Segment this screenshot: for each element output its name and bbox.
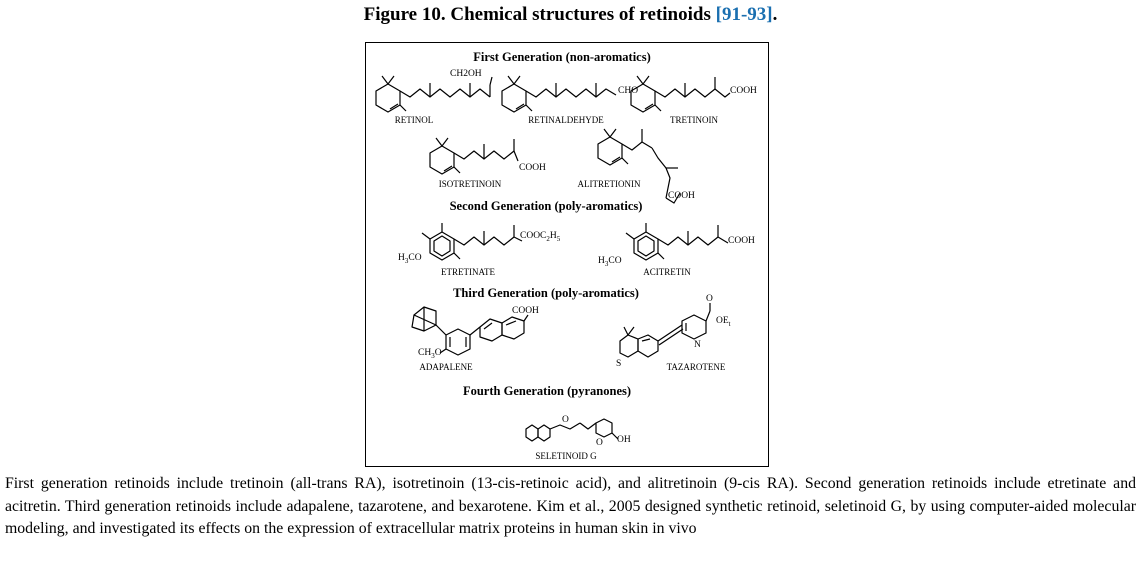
etretinate-methoxy-group: H3CO (398, 253, 422, 265)
label-seletinoid-g: SELETINOID G (535, 451, 597, 461)
heading-third-generation: Third Generation (poly-aromatics) (453, 286, 639, 300)
label-etretinate: ETRETINATE (441, 267, 495, 277)
retinaldehyde-structure: CHO RETINALDEHYDE (501, 75, 638, 125)
acitretin-methoxy-group: H3CO (598, 256, 622, 268)
alitretinoin-cooh-group: COOH (668, 191, 695, 201)
label-tretinoin: TRETINOIN (670, 115, 718, 125)
heading-fourth-generation: Fourth Generation (pyranones) (463, 384, 631, 398)
tazarotene-carbonyl-oxygen: O (706, 294, 713, 304)
tazarotene-nitrogen-atom: N (694, 340, 701, 350)
etretinate-structure: COOC2H5 H3CO ETRETINATE (398, 223, 561, 277)
label-tazarotene: TAZAROTENE (667, 362, 726, 372)
seletinoid-g-structure: O O OH SELETINOID G (525, 415, 631, 461)
tretinoin-cooh-group: COOH (730, 86, 757, 96)
chemical-structures-figure: First Generation (non-aromatics) Second … (365, 42, 769, 467)
isotretinoin-cooh-group: COOH (519, 163, 546, 173)
acitretin-structure: COOH H3CO ACITRETIN (598, 223, 755, 277)
label-retinol: RETINOL (395, 115, 434, 125)
tazarotene-sulfur-atom: S (616, 359, 621, 369)
tretinoin-structure: COOH TRETINOIN (630, 75, 757, 125)
retinol-structure: CH2OH RETINOL (375, 69, 493, 125)
figure-title-text: Figure 10. Chemical structures of retino… (363, 4, 711, 25)
structures-drawing: First Generation (non-aromatics) Second … (375, 50, 757, 461)
tazarotene-structure: S N O OEt TAZAROTENE (616, 294, 731, 372)
adapalene-structure: CH3O COOH ADAPALENE (411, 306, 539, 372)
label-retinaldehyde: RETINALDEHYDE (528, 115, 604, 125)
alitretinoin-structure: COOH ALITRETIONIN (578, 128, 695, 204)
label-alitretinoin: ALITRETIONIN (578, 179, 641, 189)
label-isotretinoin: ISOTRETINOIN (439, 179, 502, 189)
heading-second-generation: Second Generation (poly-aromatics) (450, 199, 643, 213)
tazarotene-ester-group: OEt (716, 316, 731, 328)
label-acitretin: ACITRETIN (643, 267, 691, 277)
seletinoid-g-carbonyl-oxygen: O (562, 415, 569, 425)
etretinate-ester-group: COOC2H5 (520, 231, 561, 243)
adapalene-methoxy-group: CH3O (418, 348, 442, 360)
isotretinoin-structure: COOH ISOTRETINOIN (429, 137, 546, 189)
heading-first-generation: First Generation (non-aromatics) (473, 50, 651, 64)
figure-reference-link[interactable]: [91-93] (715, 4, 773, 25)
adapalene-cooh-group: COOH (512, 306, 539, 316)
acitretin-cooh-group: COOH (728, 236, 755, 246)
retinaldehyde-cho-group: CHO (618, 86, 638, 96)
seletinoid-g-ring-oxygen: O (596, 438, 603, 448)
figure-caption: First generation retinoids include treti… (5, 475, 1136, 537)
label-adapalene: ADAPALENE (419, 362, 473, 372)
retinol-ch2oh-group: CH2OH (450, 69, 482, 79)
figure-title: Figure 10. Chemical structures of retino… (0, 4, 1141, 26)
seletinoid-g-hydroxyl-group: OH (617, 435, 631, 445)
figure-title-period: . (772, 4, 778, 25)
